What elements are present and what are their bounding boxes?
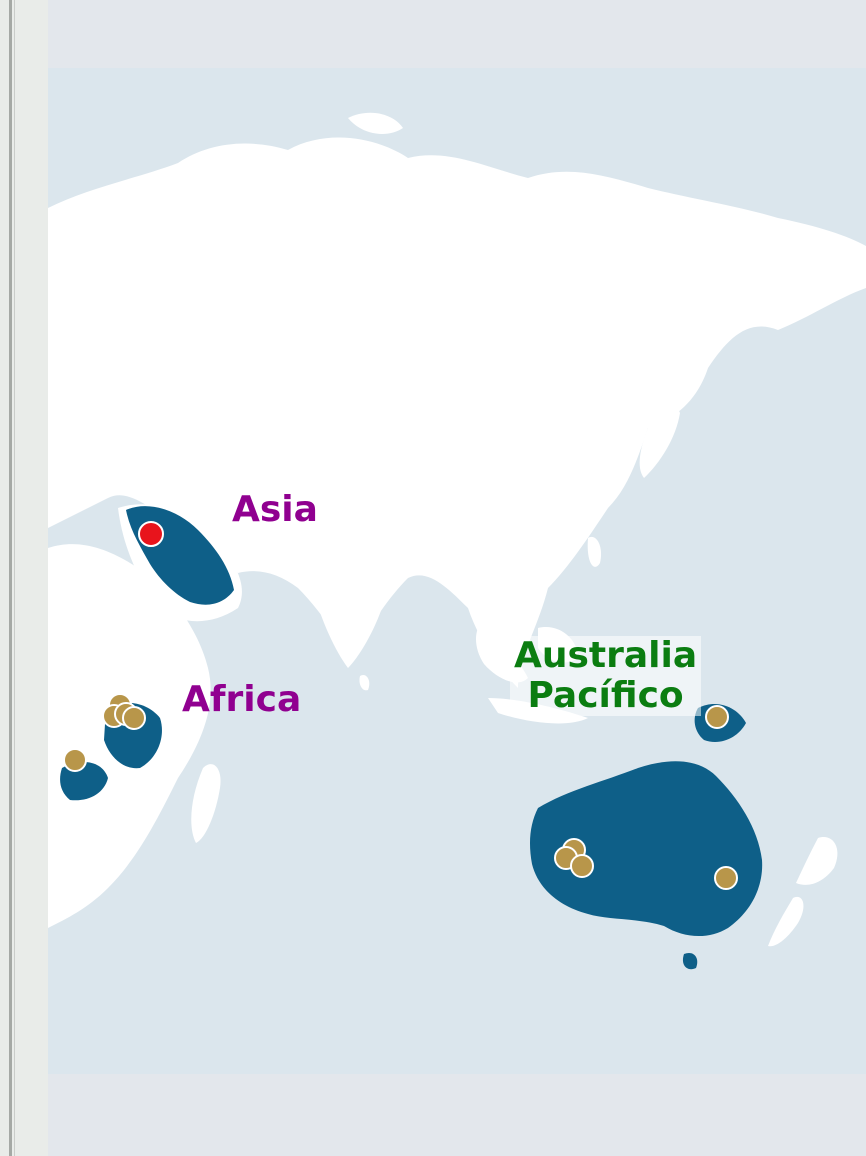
marker-layer <box>63 521 738 890</box>
western-australia-marker-3[interactable] <box>570 854 594 878</box>
land-india <box>310 538 388 668</box>
region-label-africa[interactable]: Africa <box>182 679 302 720</box>
saudi-arabia-marker[interactable] <box>138 521 164 547</box>
land-arctic-islands <box>178 169 248 197</box>
region-label-asia[interactable]: Asia <box>232 489 318 530</box>
region-label-australia-pacifico[interactable]: Australia Pacífico <box>510 635 702 716</box>
rail-divider-thin <box>14 0 15 1156</box>
land-new-zealand <box>796 837 838 885</box>
land-new-zealand-south <box>768 896 804 947</box>
rail-divider <box>9 0 12 1156</box>
top-band <box>48 0 866 68</box>
land-sri-lanka <box>359 674 370 691</box>
left-rail <box>0 0 48 1156</box>
tanzania-marker-4[interactable] <box>122 706 146 730</box>
land-philippines <box>587 536 602 567</box>
region-label-line-1: Australia <box>514 635 698 676</box>
country-tasmania <box>682 952 698 970</box>
land-arctic-islands-2 <box>348 112 403 134</box>
png-marker[interactable] <box>705 705 729 729</box>
zambia-marker[interactable] <box>63 748 87 772</box>
region-label-line-2: Pacífico <box>527 675 684 716</box>
nsw-marker[interactable] <box>714 866 738 890</box>
land-japan <box>639 405 680 478</box>
bottom-band <box>48 1074 866 1156</box>
map-canvas[interactable]: Asia Africa Australia Pacífico <box>48 68 866 1074</box>
land-madagascar <box>191 764 221 843</box>
land-eurasia <box>48 137 866 689</box>
country-australia <box>530 761 763 937</box>
